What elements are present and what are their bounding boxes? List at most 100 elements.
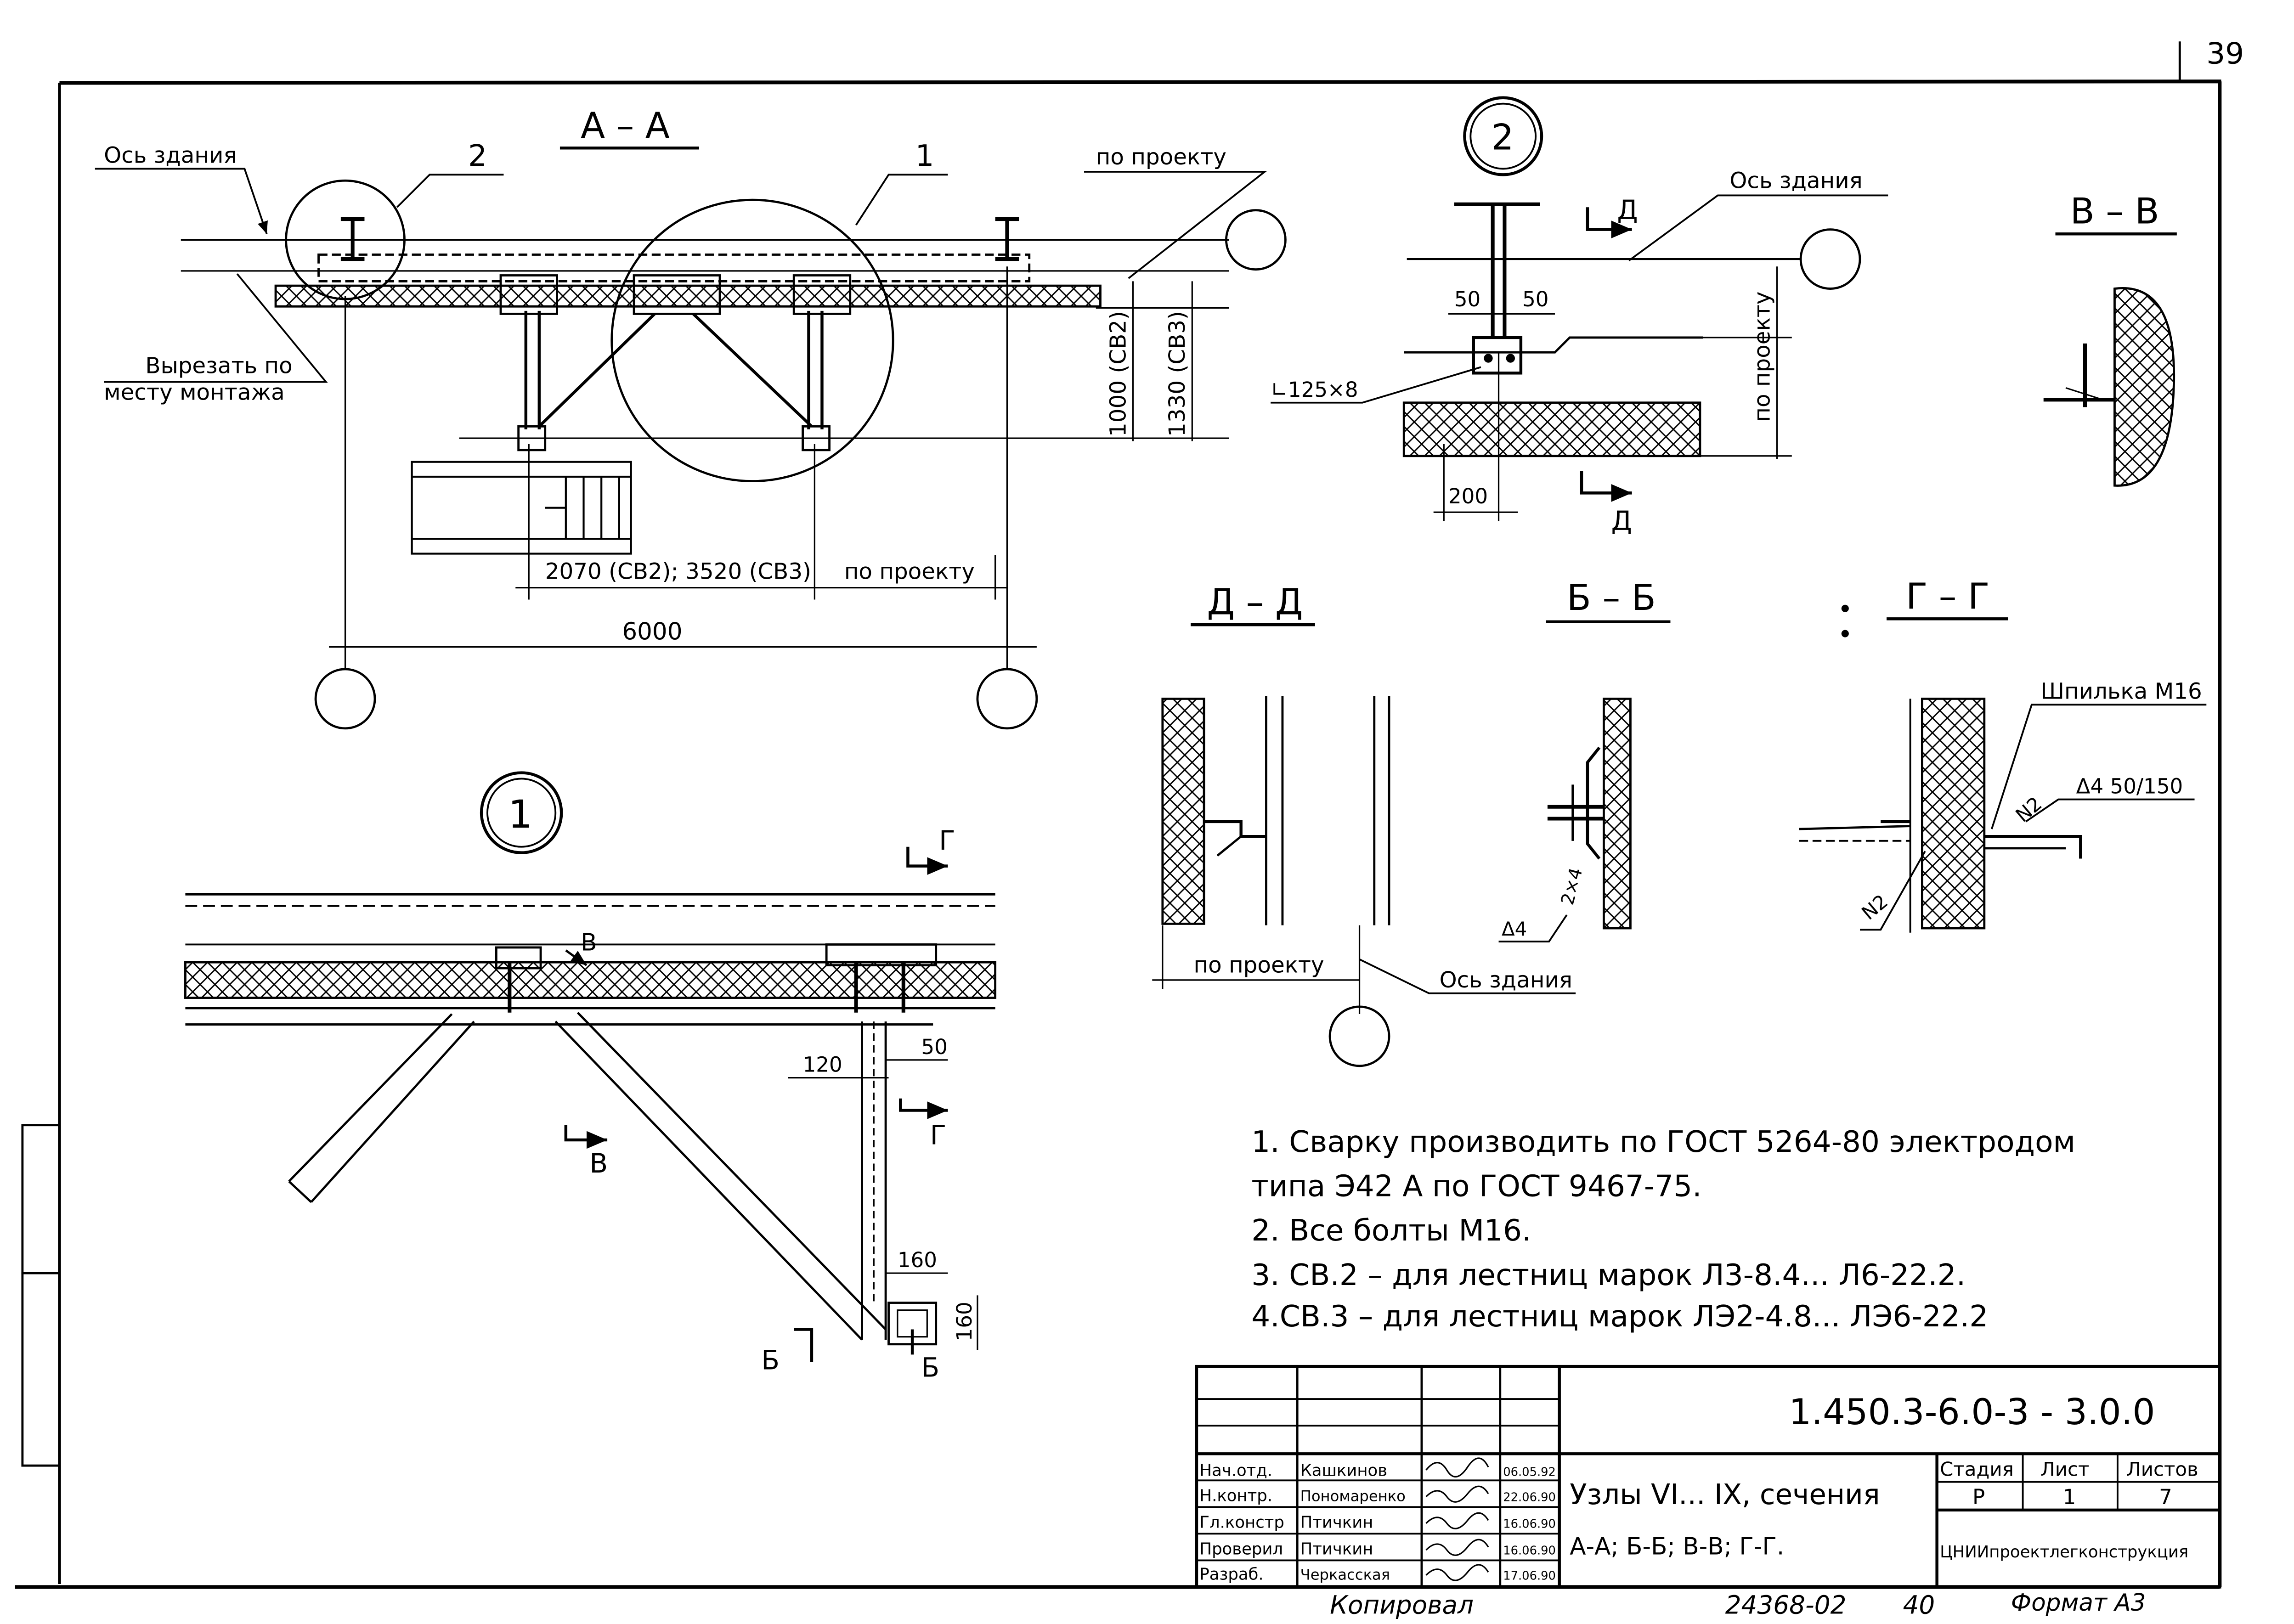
name-row-3: Птичкин <box>1300 1513 1373 1532</box>
dim-50-left: 50 <box>1454 287 1480 311</box>
stud-label: Шпилька М16 <box>2040 678 2202 704</box>
dim-span: 2070 (СВ2); 3520 (СВ3) <box>545 558 811 584</box>
callout-1-label: 1 <box>915 139 934 173</box>
cut-b-left: Б <box>761 1345 780 1376</box>
building-axis-label-node2: Ось здания <box>1729 168 1862 193</box>
axis-bubble-right <box>976 668 1038 730</box>
note-line-5: 4.СВ.3 – для лестниц марок ЛЭ2-4.8... ЛЭ… <box>1251 1299 1988 1334</box>
dim-50-node1: 50 <box>921 1035 947 1059</box>
section-bb-title: Б – Б <box>1567 577 1656 619</box>
stage-value: Р <box>1972 1485 1985 1509</box>
i-beam-left <box>340 217 365 261</box>
notes-block: 1. Сварку производить по ГОСТ 5264-80 эл… <box>1251 1125 2075 1334</box>
sheet-frame <box>15 41 2222 1589</box>
name-row-1: Кашкинов <box>1300 1461 1387 1480</box>
inventory-suffix: 40 <box>1903 1590 1935 1619</box>
cut-v-bottom: В <box>589 1148 608 1179</box>
note-line-3: 2. Все болты М16. <box>1251 1213 1531 1248</box>
role-row-4: Проверил <box>1199 1540 1283 1559</box>
by-project-label-node2: по проекту <box>1749 292 1775 422</box>
section-dd-title: Д – Д <box>1207 582 1303 623</box>
by-project-label-aa: по проекту <box>1096 144 1226 170</box>
role-row-1: Нач.отд. <box>1199 1461 1272 1480</box>
dim-1000: 1000 (СВ2) <box>1105 311 1131 437</box>
copied-label: Копировал <box>1330 1590 1474 1619</box>
drawing-designation: 1.450.3-6.0-3 - 3.0.0 <box>1789 1392 2155 1433</box>
dim-total: 6000 <box>622 618 682 645</box>
angle-label: ∟125×8 <box>1271 378 1358 402</box>
stage-header: Стадия <box>1940 1458 2014 1481</box>
building-axis-label: Ось здания <box>104 143 237 169</box>
support-bracket <box>517 310 831 451</box>
axis-bubble-node2 <box>1799 228 1861 290</box>
stair-stub <box>411 461 632 555</box>
section-gg-title: Г – Г <box>1906 576 1989 617</box>
cut-b-right: Б <box>921 1352 939 1383</box>
cut-g-top: Г <box>939 825 955 856</box>
section-aa: А – А Ось здания 2 1 <box>95 105 1287 730</box>
format-label: Формат А3 <box>2011 1589 2146 1617</box>
section-aa-title: А – А <box>581 105 670 147</box>
drawing-title-line2: А-А; Б-Б; В-В; Г-Г. <box>1570 1533 1784 1561</box>
cut-note-line2: месту монтажа <box>104 379 285 405</box>
role-row-5: Разраб. <box>1199 1565 1263 1584</box>
note-line-1: 1. Сварку производить по ГОСТ 5264-80 эл… <box>1251 1125 2075 1159</box>
dim-160-vertical: 160 <box>952 1302 977 1341</box>
section-vv-title: В – В <box>2070 191 2159 232</box>
section-dd: Д – Д по проекту Ось здания <box>1152 582 1576 1067</box>
building-axis-label-dd: Ось здания <box>1440 967 1572 993</box>
callout-2-label: 2 <box>468 139 487 173</box>
weld-count-bb: 2×4 <box>1557 866 1587 907</box>
cut-d-top: Д <box>1617 194 1638 226</box>
axis-bubble-dd <box>1328 1005 1390 1067</box>
dim-120: 120 <box>803 1053 842 1077</box>
dim-160-horizontal: 160 <box>898 1248 937 1272</box>
signature-3 <box>1425 1512 1489 1529</box>
date-row-3: 16.06.90 <box>1503 1517 1556 1531</box>
section-gg: Г – Г Шпилька М16 Δ4 50/150 N2 N2 <box>1799 576 2207 933</box>
cut-v-top: В <box>581 929 597 956</box>
date-row-1: 06.05.92 <box>1503 1466 1556 1479</box>
node-2-detail: 2 Ось здания Д Д 50 50 ∟125×8 200 по <box>1271 96 1888 536</box>
node-1-slab <box>184 961 997 999</box>
name-row-2: Пономаренко <box>1300 1487 1406 1505</box>
name-row-4: Птичкин <box>1300 1540 1373 1559</box>
node-2-number: 2 <box>1491 117 1514 158</box>
signature-5 <box>1425 1564 1489 1581</box>
dim-50-right: 50 <box>1522 287 1548 311</box>
note-line-4: 3. СВ.2 – для лестниц марок Л3-8.4... Л6… <box>1251 1258 1966 1292</box>
note-line-2: типа Э42 А по ГОСТ 9467-75. <box>1251 1169 1701 1203</box>
weld-label-gg: Δ4 50/150 <box>2076 774 2183 799</box>
date-row-5: 17.06.90 <box>1503 1569 1556 1583</box>
inventory-number: 24368-02 <box>1725 1590 1847 1619</box>
by-project-label-dd: по проекту <box>1194 953 1324 978</box>
signature-2 <box>1425 1485 1489 1503</box>
axis-bubble-aa-right <box>1225 209 1287 271</box>
dim-span-project: по проекту <box>844 558 975 584</box>
axis-bubble-left <box>314 668 376 730</box>
signature-4 <box>1425 1539 1489 1556</box>
role-row-2: Н.контр. <box>1199 1486 1272 1505</box>
date-row-2: 22.06.90 <box>1503 1490 1556 1504</box>
signature-1 <box>1425 1457 1489 1478</box>
section-vv: В – В <box>2043 191 2177 487</box>
date-row-4: 16.06.90 <box>1503 1544 1556 1558</box>
cut-d-bottom: Д <box>1611 505 1632 536</box>
title-block <box>1195 1365 2221 1589</box>
n2-label-top: N2 <box>2011 792 2046 827</box>
node-1-detail: 1 Г В В Г Б <box>184 771 997 1383</box>
role-row-3: Гл.констр <box>1199 1513 1284 1532</box>
name-row-5: Черкасская <box>1300 1566 1390 1583</box>
sheets-header: Листов <box>2126 1458 2198 1481</box>
weld-size-bb: Δ4 <box>1502 918 1527 940</box>
node-1-number: 1 <box>508 792 532 837</box>
signature-rows: Нач.отд. Кашкинов 06.05.92 Н.контр. Поно… <box>1199 1457 1556 1584</box>
sheet-value: 1 <box>2063 1485 2076 1509</box>
page-number: 39 <box>2206 37 2244 71</box>
drawing-title-line1: Узлы VI... IX, сечения <box>1570 1478 1880 1511</box>
sheets-value: 7 <box>2159 1485 2172 1509</box>
cut-note-line1: Вырезать по <box>145 353 292 378</box>
sheet-header: Лист <box>2040 1458 2089 1481</box>
i-beam-right <box>995 217 1019 261</box>
